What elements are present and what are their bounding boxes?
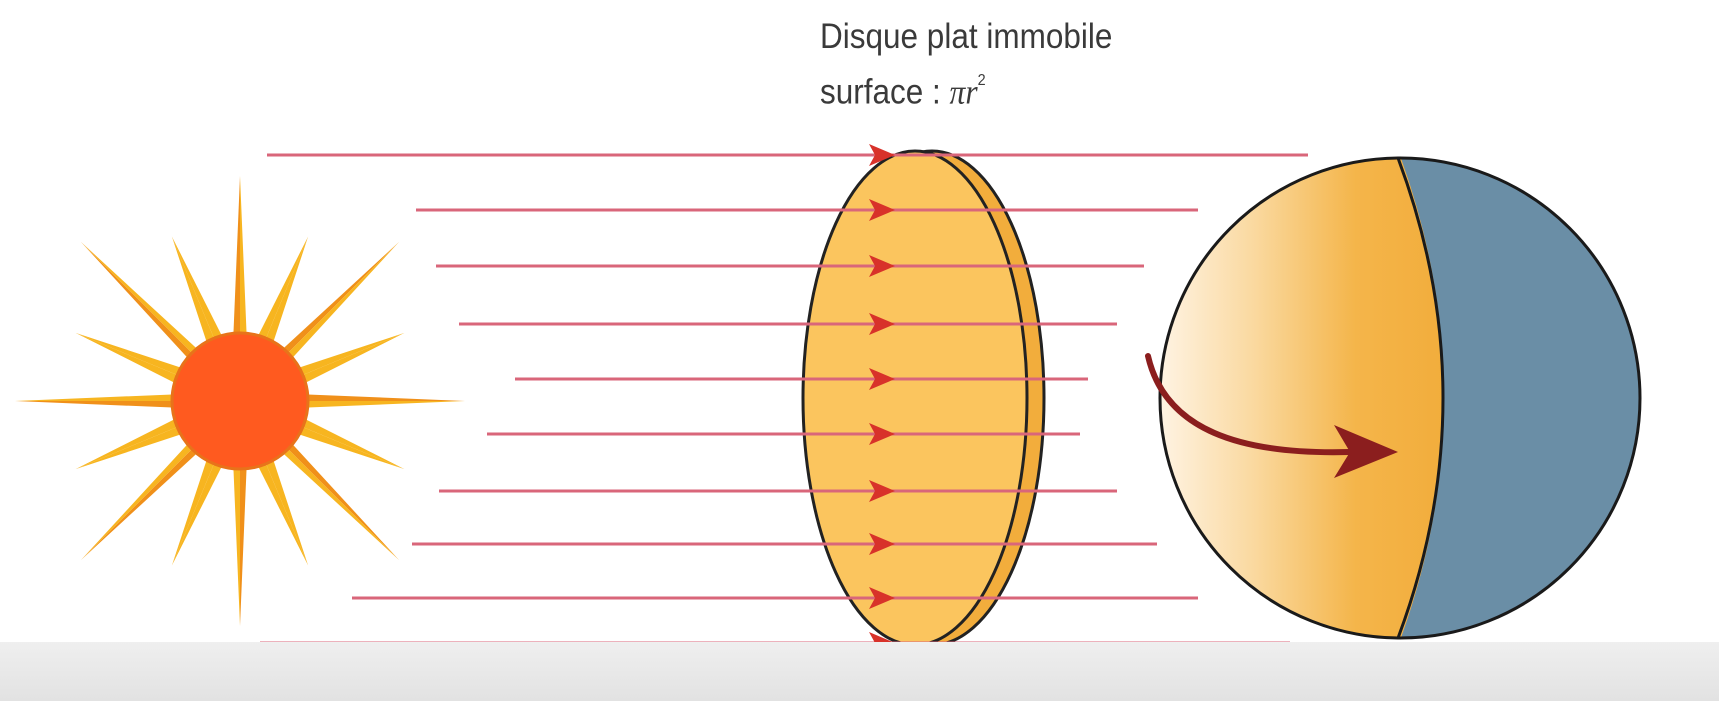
disc-face xyxy=(803,151,1027,645)
light-rays xyxy=(260,144,1308,654)
caption-exponent: 2 xyxy=(978,72,986,89)
earth-globe xyxy=(1150,150,1650,650)
sun-ray xyxy=(76,417,183,470)
sun-ray xyxy=(264,454,308,565)
caption-surface: surface : πr2 xyxy=(820,62,1112,118)
caption-surface-label: surface : xyxy=(820,73,950,112)
sun-ray xyxy=(76,425,187,469)
sun-ray xyxy=(240,463,247,626)
sun-icon xyxy=(15,176,465,626)
sun-ray xyxy=(15,394,178,401)
sun-ray xyxy=(15,401,178,408)
sun-ray xyxy=(172,237,216,348)
sun-ray xyxy=(172,458,225,565)
sun-ray xyxy=(302,401,465,408)
sun-ray xyxy=(264,237,308,348)
bottom-bar xyxy=(0,642,1719,701)
sun-ray xyxy=(302,394,465,401)
sun-ray xyxy=(240,176,247,339)
sun-ray xyxy=(172,454,216,565)
sun-ray xyxy=(233,463,240,626)
disc-caption: Disque plat immobile surface : πr2 xyxy=(820,12,1112,118)
sun-core xyxy=(172,333,308,469)
sun-ray xyxy=(293,333,404,377)
sun-ray xyxy=(76,333,183,386)
sun-ray xyxy=(297,417,404,470)
sun-ray xyxy=(256,237,309,344)
flat-disc xyxy=(803,151,1044,645)
caption-title: Disque plat immobile xyxy=(820,12,1112,62)
sun-ray xyxy=(233,176,240,339)
sun-ray xyxy=(293,425,404,469)
sun-ray xyxy=(76,333,187,377)
globe-day-side xyxy=(1150,150,1444,646)
sun-ray xyxy=(256,458,309,565)
sun-ray xyxy=(172,237,225,344)
sun-ray xyxy=(297,333,404,386)
caption-formula: πr xyxy=(950,73,978,112)
